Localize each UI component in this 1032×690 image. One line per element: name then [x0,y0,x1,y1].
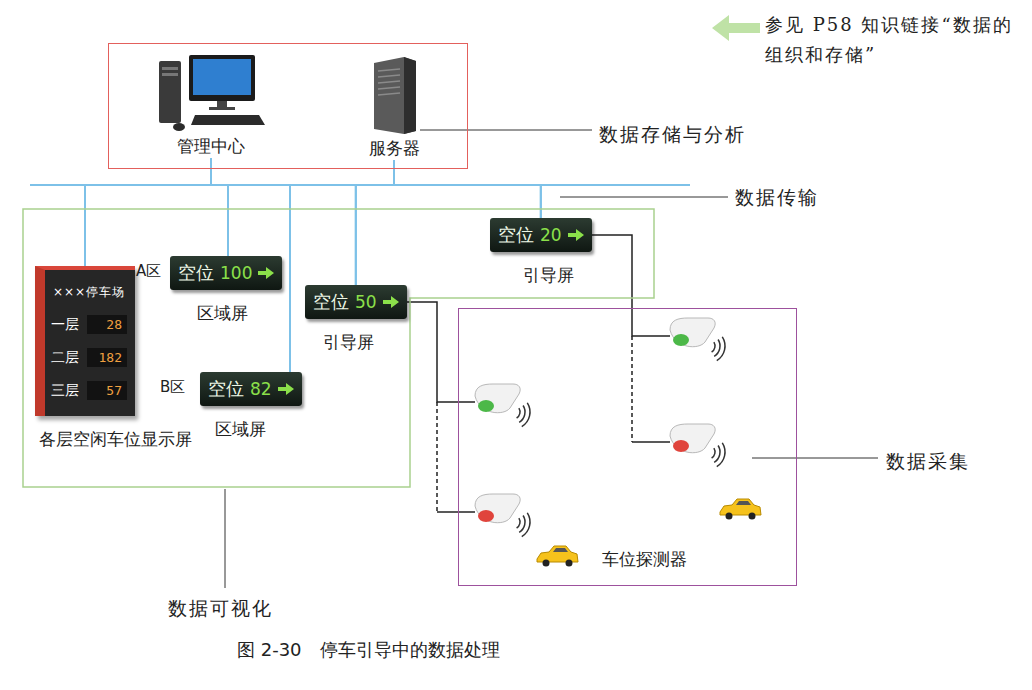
reference-note: 参见 P58 知识链接“数据的组织和存储” [765,10,1013,70]
led-screen: A区空位100区域屏 [170,256,282,290]
network-link [228,160,394,256]
network-link [356,160,394,285]
signal-wire [437,511,475,513]
parking-detector [475,494,530,537]
callout-text: 数据存储与分析 [599,122,746,148]
screen-number: 20 [540,225,562,245]
arrow-symbol [258,267,274,279]
server-device: 服务器 [359,55,429,160]
screen-number: 100 [220,263,252,283]
device-label: 服务器 [359,137,429,160]
screen-word: 空位 [313,290,349,314]
screen-name: 区域屏 [197,302,248,325]
network-link [85,158,211,266]
figure-caption: 图 2-30 停车引导中的数据处理 [237,638,500,662]
car-icon [537,546,578,567]
floor-display-sign: ×××停车场一层28二层182三层57各层空闲车位显示屏 [35,266,135,416]
region-box: 数据可视化×××停车场一层28二层182三层57各层空闲车位显示屏A区空位100… [22,208,655,488]
free-count: 182 [87,348,127,367]
leader-line [560,197,728,198]
arrow-symbol [383,296,399,308]
reference-arrow [712,15,760,41]
callout-text: 数据采集 [886,449,970,475]
floor-label: 一层 [51,316,79,334]
callout-text: 数据可视化 [168,596,273,622]
computer-device: 管理中心 [151,53,271,158]
computer-icon [151,53,271,133]
screen-number: 82 [250,379,272,399]
region-box: 数据采集 [458,308,797,586]
screen-name: 各层空闲车位显示屏 [39,428,192,451]
screen-number: 50 [355,292,377,312]
zone-label: B区 [160,378,185,397]
screen-word: 空位 [208,377,244,401]
leader-line [752,458,878,459]
network-link [211,158,356,285]
sign-title: ×××停车场 [51,284,127,301]
signal-wire [407,302,475,402]
signal-wire [631,336,633,442]
parking-detector [670,318,725,361]
floor-label: 二层 [51,349,79,367]
device-label: 管理中心 [151,135,271,158]
parking-detector [670,424,725,467]
free-count: 28 [87,315,127,334]
screen-word: 空位 [178,261,214,285]
signal-wire [592,235,670,336]
led-screen: 空位50引导屏 [305,285,407,319]
arrow-symbol [278,383,294,395]
signal-wire [632,441,670,443]
network-link [290,160,394,372]
signal-wire [436,402,438,512]
led-screen: 空位20引导屏 [490,218,592,252]
screen-word: 空位 [498,223,534,247]
region-box: 数据存储与分析管理中心服务器 [108,43,468,169]
led-screen: B区空位82区域屏 [200,372,302,406]
screen-name: 引导屏 [523,264,574,287]
parking-detector [475,384,530,427]
leader-line [225,489,226,588]
free-count: 57 [87,381,127,400]
car-icon [720,499,761,520]
network-link [85,160,394,266]
floor-label: 三层 [51,382,79,400]
server-icon [359,55,429,135]
zone-label: A区 [136,262,161,281]
part-label: 车位探测器 [602,548,687,571]
leader-line [420,130,592,131]
screen-name: 区域屏 [215,418,266,441]
screen-name: 引导屏 [323,331,374,354]
network-link [211,158,228,256]
callout-text: 数据传输 [735,185,819,211]
arrow-symbol [568,229,584,241]
